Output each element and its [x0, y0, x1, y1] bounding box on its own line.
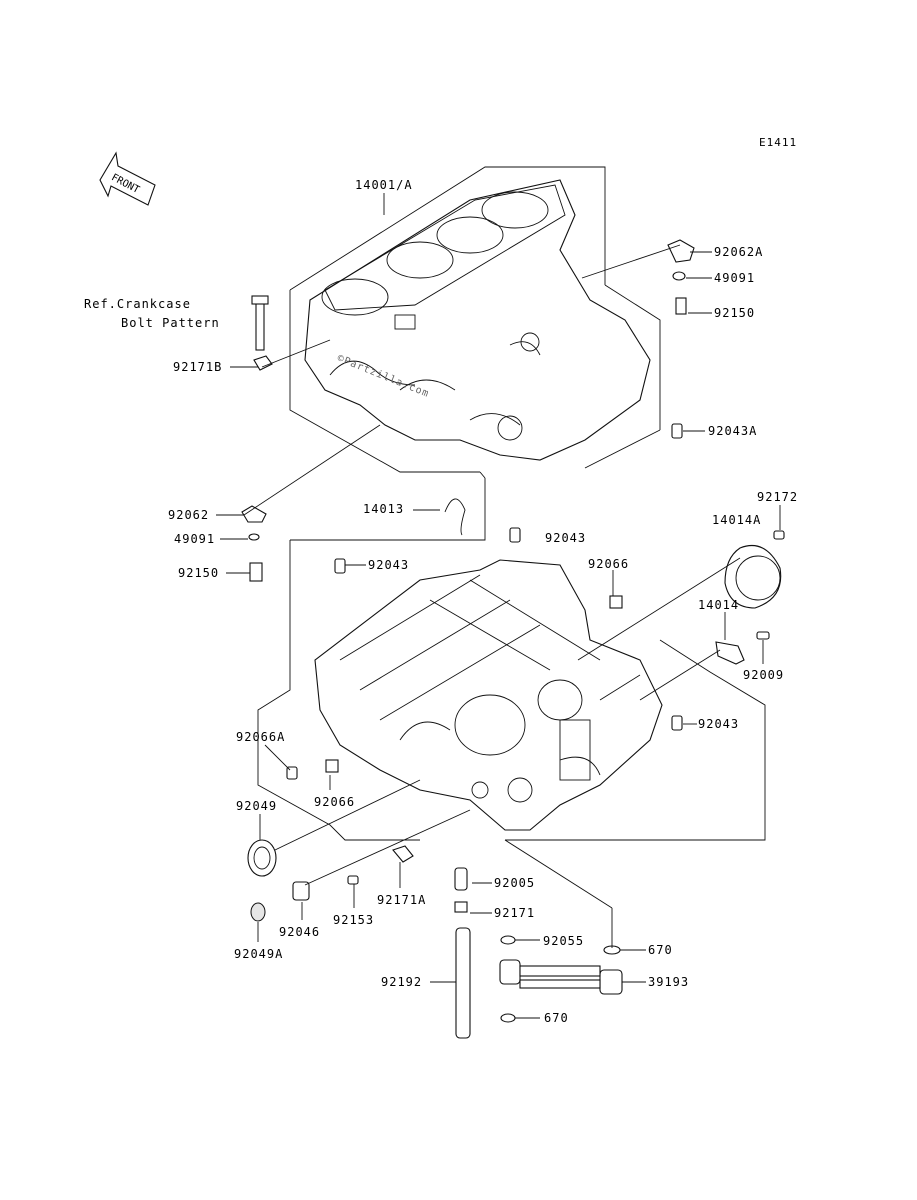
part-label-92171: 92171 — [494, 906, 536, 920]
lower-crankcase — [314, 559, 663, 831]
part-label-92066-top: 92066 — [588, 557, 630, 571]
part-label-92043-b: 92043 — [368, 558, 410, 572]
diagram-code: E1411 — [759, 136, 798, 149]
lower-crankcase-frame — [257, 471, 766, 841]
part-label-49091-top: 49091 — [714, 271, 756, 285]
part-label-39193: 39193 — [648, 975, 690, 989]
part-label-92043a: 92043A — [708, 424, 758, 438]
part-label-92049a: 92049A — [234, 947, 284, 961]
part-label-92009: 92009 — [743, 668, 785, 682]
part-fitting-92062 — [241, 505, 267, 582]
part-label-670-a: 670 — [648, 943, 673, 957]
part-label-92066: 92066 — [314, 795, 356, 809]
part-label-49091: 49091 — [174, 532, 216, 546]
part-label-92005: 92005 — [494, 876, 536, 890]
ref-note-line1: Ref.Crankcase — [84, 297, 191, 311]
part-label-670-b: 670 — [544, 1011, 569, 1025]
part-pipe-assembly-39193 — [499, 935, 623, 1023]
part-label-92046: 92046 — [279, 925, 321, 939]
part-pipe-92192 — [454, 867, 471, 1039]
part-label-92153: 92153 — [333, 913, 375, 927]
part-dowel-pins — [286, 423, 683, 780]
upper-crankcase-frame — [289, 166, 661, 473]
part-plate-14014 — [715, 631, 770, 665]
part-label-92062a: 92062A — [714, 245, 764, 259]
part-label-92192: 92192 — [381, 975, 423, 989]
part-oil-seal-92049 — [247, 839, 277, 922]
front-arrow-icon: FRONT — [99, 151, 156, 206]
part-label-92066a: 92066A — [236, 730, 286, 744]
leader-lines — [216, 193, 781, 1019]
part-label-92043-c: 92043 — [698, 717, 740, 731]
part-label-92150: 92150 — [178, 566, 220, 580]
part-label-92171a: 92171A — [377, 893, 427, 907]
ref-note-line2: Bolt Pattern — [121, 316, 220, 330]
part-label-92172: 92172 — [757, 490, 799, 504]
part-label-14013: 14013 — [363, 502, 405, 516]
part-label-14014: 14014 — [698, 598, 740, 612]
part-label-14014a: 14014A — [712, 513, 762, 527]
part-fitting-92062a — [667, 239, 695, 315]
part-collar-92046 — [292, 845, 414, 901]
part-label-92049: 92049 — [236, 799, 278, 813]
part-label-92062: 92062 — [168, 508, 210, 522]
part-cover-14014a — [724, 530, 785, 609]
part-label-14001a: 14001/A — [355, 178, 413, 192]
part-label-92055: 92055 — [543, 934, 585, 948]
part-bolt-92171b — [251, 295, 273, 371]
part-label-92171b: 92171B — [173, 360, 223, 374]
upper-crankcase — [304, 179, 651, 461]
part-plugs-92066 — [325, 595, 623, 773]
part-label-92150-top: 92150 — [714, 306, 756, 320]
part-bearing-14013 — [444, 498, 466, 536]
part-label-92043-a: 92043 — [545, 531, 587, 545]
